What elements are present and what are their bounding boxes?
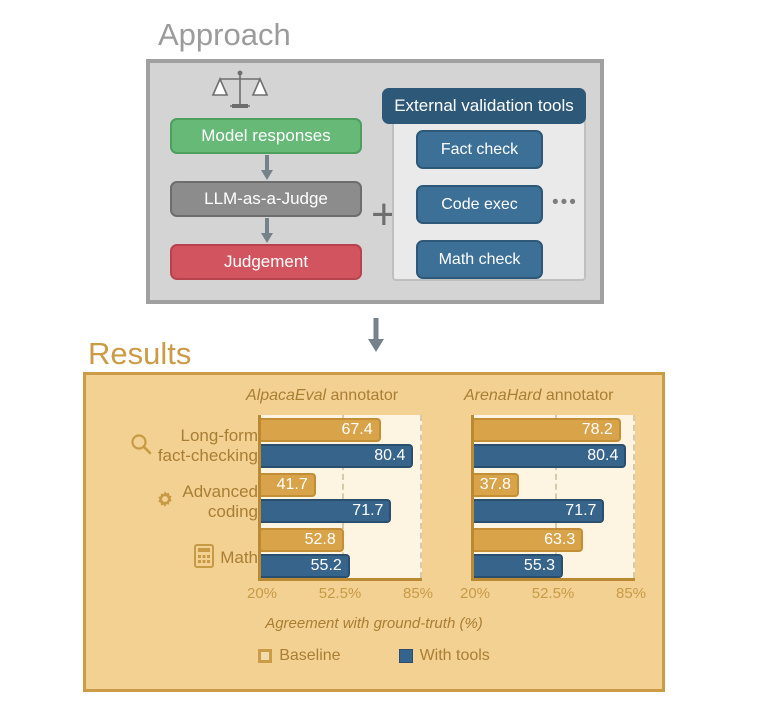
- bar-value-label: 55.2: [310, 557, 342, 575]
- legend-swatch-with-tools-icon: [398, 649, 413, 663]
- tick-label-right-mid: 52.5%: [531, 585, 575, 602]
- bar-right-with-tools-0: 80.4: [474, 443, 627, 468]
- chart-title-emph-right: ArenaHard: [464, 387, 542, 404]
- gear-icon: [154, 489, 176, 516]
- chart-legend: Baseline With tools: [86, 647, 662, 665]
- bar-left-baseline-0: 67.4: [261, 417, 381, 442]
- bar-value-label: 63.3: [544, 531, 576, 549]
- legend-item-with-tools[interactable]: With tools: [398, 647, 490, 665]
- bar-value-label: 55.3: [523, 557, 556, 575]
- flow-arrow-down-icon-2: [261, 218, 273, 243]
- bar-value-label: 37.8: [479, 476, 511, 493]
- tick-label-right-max: 85%: [615, 585, 647, 602]
- flow-arrow-down-icon: [261, 155, 273, 180]
- flow-box-judgement[interactable]: Judgement: [170, 244, 362, 280]
- category-advanced-coding: Advanced coding: [94, 477, 258, 527]
- bar-value-label: 80.4: [587, 446, 619, 464]
- tools-ellipsis: •••: [552, 192, 578, 213]
- approach-panel: Model responses LLM-as-a-Judge Judgement…: [146, 59, 604, 304]
- tick-label-left-0: 20%: [246, 585, 278, 602]
- legend-label-with-tools: With tools: [419, 647, 490, 664]
- bar-value-label: 71.7: [352, 502, 384, 519]
- flow-box-llm-as-a-judge[interactable]: LLM-as-a-Judge: [170, 181, 362, 217]
- category-label-2: Math: [220, 548, 258, 567]
- chart-title-emph-left: AlpacaEval: [246, 387, 327, 404]
- results-section-heading: Results: [88, 336, 192, 371]
- bar-right-with-tools-2: 55.3: [474, 554, 564, 579]
- results-panel: AlpacaEval annotator ArenaHard annotator…: [83, 372, 665, 692]
- tick-label-left-mid: 52.5%: [318, 585, 362, 602]
- bar-left-baseline-2: 52.8: [261, 528, 344, 553]
- category-long-form-fact-checking: Long-form fact-checking: [94, 421, 258, 471]
- external-validation-tools-header: External validation tools: [382, 88, 586, 124]
- chart-title-arenahard: ArenaHard annotator: [464, 387, 613, 405]
- magnifier-icon: [130, 433, 152, 460]
- x-axis-caption: Agreement with ground-truth (%): [265, 615, 483, 632]
- category-math: Math: [94, 533, 258, 583]
- approach-section-heading: Approach: [158, 17, 291, 52]
- external-validation-tools-group: External validation tools Fact check Cod…: [382, 88, 586, 281]
- chart-title-rest-right: annotator: [541, 387, 614, 404]
- bar-value-label: 80.4: [374, 446, 406, 464]
- balance-scales-icon: [211, 68, 269, 112]
- bar-right-baseline-0: 78.2: [474, 417, 621, 442]
- bar-value-label: 52.8: [304, 531, 336, 549]
- tool-box-fact-check[interactable]: Fact check: [416, 130, 543, 169]
- bar-left-baseline-1: 41.7: [261, 473, 316, 497]
- legend-label-baseline: Baseline: [279, 647, 341, 664]
- tick-label-left-max: 85%: [402, 585, 434, 602]
- gridline-max-right: [633, 415, 635, 578]
- flow-box-model-responses[interactable]: Model responses: [170, 118, 362, 154]
- tool-box-code-exec[interactable]: Code exec: [416, 185, 543, 224]
- gridline-max-left: [420, 415, 422, 578]
- category-label-1: Advanced coding: [182, 482, 258, 521]
- legend-swatch-baseline-icon: [258, 649, 273, 663]
- bar-value-label: 78.2: [581, 420, 613, 438]
- x-axis-ticks-right: 20% 52.5% 85%: [460, 585, 646, 603]
- chart-title-rest-left: annotator: [326, 387, 399, 404]
- bar-right-with-tools-1: 71.7: [474, 499, 605, 523]
- bar-value-label: 67.4: [341, 420, 373, 438]
- gridline-mid-right: [554, 415, 557, 578]
- legend-item-baseline[interactable]: Baseline: [258, 647, 341, 665]
- bar-right-baseline-2: 63.3: [474, 528, 584, 553]
- bar-value-label: 41.7: [276, 476, 308, 493]
- chart-title-alpacaeval: AlpacaEval annotator: [246, 387, 398, 405]
- tick-label-right-0: 20%: [459, 585, 491, 602]
- section-connector-arrow-icon: [368, 318, 384, 352]
- bar-left-with-tools-2: 55.2: [261, 554, 350, 579]
- x-axis-ticks-left: 20% 52.5% 85%: [247, 585, 433, 603]
- calculator-icon: [194, 543, 215, 573]
- bar-left-with-tools-0: 80.4: [261, 443, 414, 468]
- bar-left-with-tools-1: 71.7: [261, 499, 392, 523]
- bar-right-baseline-1: 37.8: [474, 473, 519, 497]
- category-label-0: Long-form fact-checking: [157, 426, 258, 465]
- bar-value-label: 71.7: [565, 502, 597, 519]
- tool-box-math-check[interactable]: Math check: [416, 240, 543, 279]
- plot-area-arenahard: 78.2 80.4 37.8 71.7 63.3 55.3: [471, 415, 635, 581]
- gridline-mid-left: [341, 415, 344, 578]
